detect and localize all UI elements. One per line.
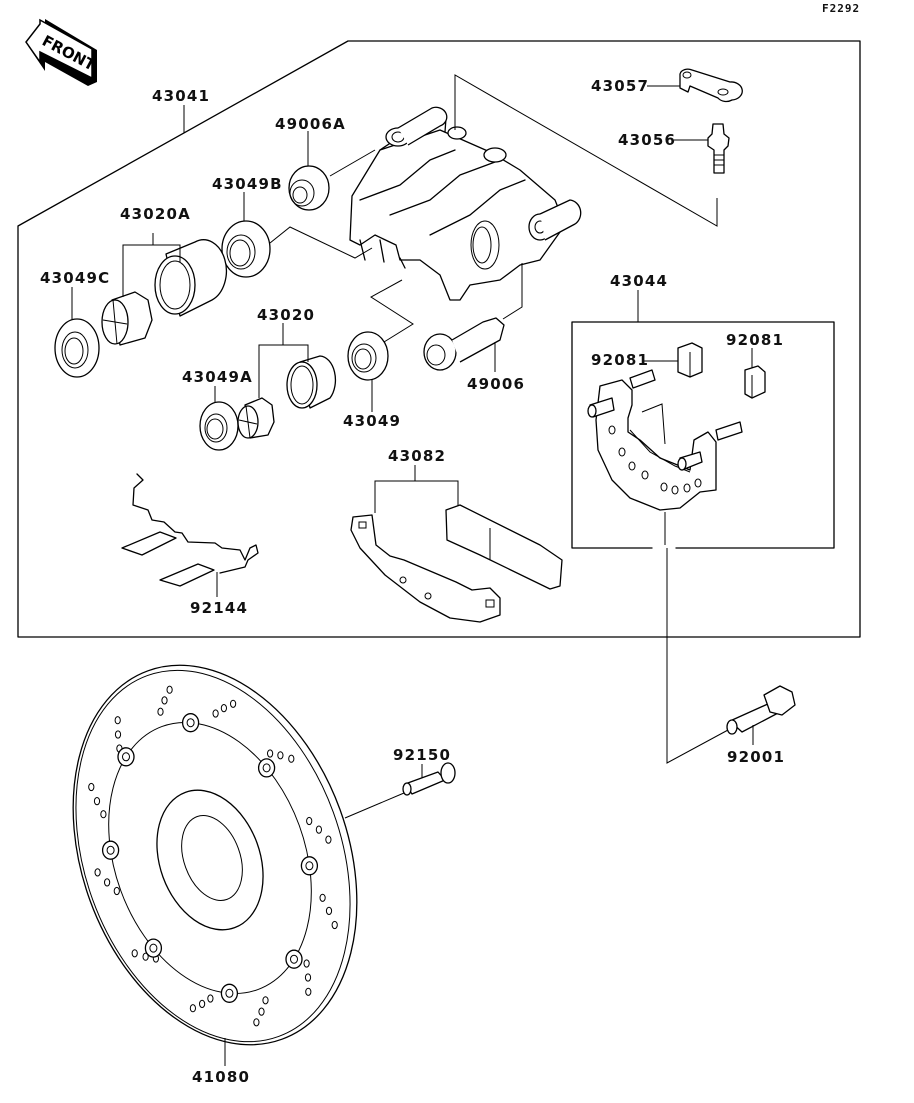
disc-rivet-hole <box>149 943 158 953</box>
disc-vent-hole <box>114 716 121 725</box>
part-49006a <box>288 131 376 211</box>
disc-rivet <box>300 856 319 876</box>
callout-43041: 43041 <box>152 87 210 105</box>
callout-43057: 43057 <box>591 77 649 95</box>
disc-vent-hole <box>325 835 332 844</box>
front-arrow-icon: FRONT <box>14 18 99 86</box>
callout-92150: 92150 <box>393 746 451 764</box>
callout-92144: 92144 <box>190 599 248 617</box>
part-92001-bolt <box>666 548 796 764</box>
disc-vent-hole <box>305 987 312 996</box>
part-43049 <box>347 279 414 412</box>
disc-rivet-hole <box>186 718 195 728</box>
disc-vent-hole <box>253 1018 260 1027</box>
disc-vent-hole <box>113 886 120 896</box>
disc-vent-hole <box>114 730 122 739</box>
callout-43082: 43082 <box>388 447 446 465</box>
part-49006 <box>423 263 523 372</box>
disc-vent-hole <box>267 749 274 758</box>
disc-vent-hole <box>220 704 227 713</box>
callout-43049a: 43049A <box>182 368 253 386</box>
callout-41080: 41080 <box>192 1068 250 1086</box>
disc-rivet <box>220 983 239 1003</box>
disc-vent-hole <box>212 709 219 718</box>
callout-92081-left: 92081 <box>591 351 649 369</box>
callout-43049c: 43049C <box>40 269 110 287</box>
disc-vent-hole <box>277 751 284 760</box>
disc-rivet-hole <box>290 954 298 964</box>
part-92144-spring <box>121 473 259 597</box>
figure-code: F2292 <box>822 2 860 15</box>
disc-vent-hole <box>131 949 138 958</box>
disc-vent-hole <box>100 810 107 819</box>
part-43049b <box>221 192 373 278</box>
callout-49006: 49006 <box>467 375 525 393</box>
callout-92081-right: 92081 <box>726 331 784 349</box>
callout-43049: 43049 <box>343 412 401 430</box>
disc-rivet-hole <box>305 861 314 871</box>
bracket-assembly-outline <box>571 290 835 549</box>
disc-rivet <box>117 747 135 767</box>
disc-rivet <box>285 949 303 969</box>
disc-vent-hole <box>315 825 322 834</box>
disc-rivet-hole <box>122 752 130 762</box>
part-92081-left <box>644 342 703 378</box>
callout-43044: 43044 <box>610 272 668 290</box>
leader-bleeder <box>454 74 718 227</box>
disc-vent-hole <box>304 973 312 982</box>
disc-vent-hole <box>199 999 206 1009</box>
disc-vent-hole <box>88 782 95 792</box>
part-43056 <box>674 123 730 174</box>
part-43020 <box>237 323 337 439</box>
part-43020a <box>101 233 228 346</box>
disc-vent-hole <box>104 878 111 887</box>
part-92150-bolt <box>344 762 456 819</box>
disc-vent-hole <box>161 696 168 705</box>
part-41080-disc <box>72 664 358 1066</box>
callout-49006a: 49006A <box>275 115 346 133</box>
disc-vent-hole <box>331 920 338 930</box>
disc-vent-hole <box>93 797 101 806</box>
disc-rivet <box>144 938 163 958</box>
disc-vent-hole <box>288 754 295 763</box>
part-bracket <box>587 369 743 511</box>
disc-rivet-hole <box>262 763 271 773</box>
part-43057 <box>647 68 743 103</box>
disc-vent-hole <box>157 707 164 716</box>
disc-vent-hole <box>258 1007 265 1016</box>
disc-vent-hole <box>325 906 333 916</box>
disc-vent-hole <box>142 952 149 961</box>
part-43049a <box>199 386 239 451</box>
part-43082-pads <box>350 465 563 623</box>
part-43049c <box>54 287 100 378</box>
caliper-body <box>349 106 582 301</box>
callout-43056: 43056 <box>618 131 676 149</box>
callout-43020a: 43020A <box>120 205 191 223</box>
disc-vent-hole <box>207 994 214 1003</box>
disc-rivet <box>101 840 120 860</box>
disc-rivet-hole <box>225 988 234 998</box>
disc-vent-hole <box>189 1004 196 1013</box>
part-92081-right <box>744 348 766 399</box>
disc-vent-hole <box>166 685 173 694</box>
disc-rivet <box>181 713 200 733</box>
disc-rivet <box>257 758 276 778</box>
disc-rivet-hole <box>106 845 115 855</box>
disc-vent-hole <box>306 816 313 826</box>
disc-vent-hole <box>303 959 310 968</box>
disc-vent-hole <box>94 868 101 877</box>
callout-43020: 43020 <box>257 306 315 324</box>
disc-vent-hole <box>230 699 237 708</box>
callout-92001: 92001 <box>727 748 785 766</box>
disc-vent-hole <box>319 893 326 902</box>
callout-43049b: 43049B <box>212 175 283 193</box>
caliper-assembly-outline <box>17 40 861 638</box>
disc-vent-hole <box>262 996 269 1005</box>
